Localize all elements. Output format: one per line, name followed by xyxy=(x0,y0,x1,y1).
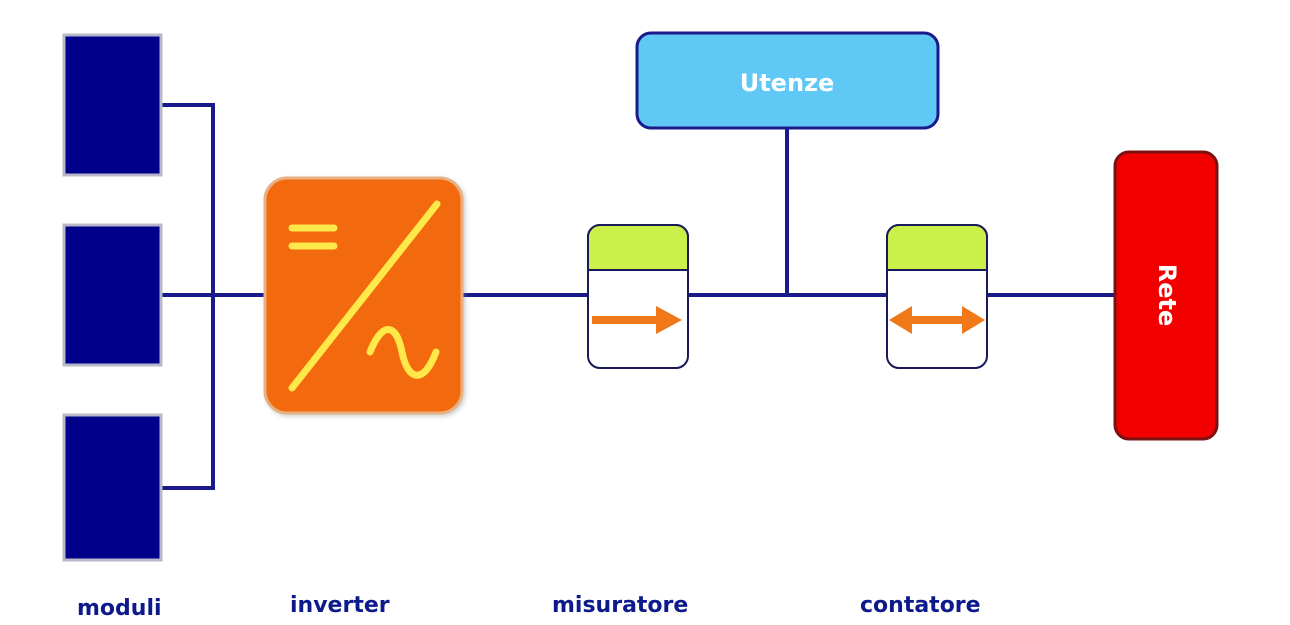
contatore-meter xyxy=(886,224,988,369)
solar-modules xyxy=(62,33,163,562)
misuratore-meter xyxy=(587,224,689,369)
utenze-box: Utenze xyxy=(635,31,940,130)
utenze-label: Utenze xyxy=(740,69,835,97)
connection-lines xyxy=(160,103,1117,490)
dc-ac-icon xyxy=(288,200,441,392)
label-inverter: inverter xyxy=(290,593,390,618)
solar-module-icon xyxy=(62,223,163,367)
arrow-right-icon xyxy=(592,306,682,334)
label-misuratore: misuratore xyxy=(552,593,688,618)
rete-label: Rete xyxy=(1153,264,1181,327)
arrow-double-icon xyxy=(889,306,985,334)
label-contatore: contatore xyxy=(860,593,981,618)
rete-box: Rete xyxy=(1113,150,1219,441)
inverter-box xyxy=(263,176,464,415)
solar-module-icon xyxy=(62,33,163,177)
label-moduli: moduli xyxy=(77,596,162,621)
solar-module-icon xyxy=(62,413,163,562)
